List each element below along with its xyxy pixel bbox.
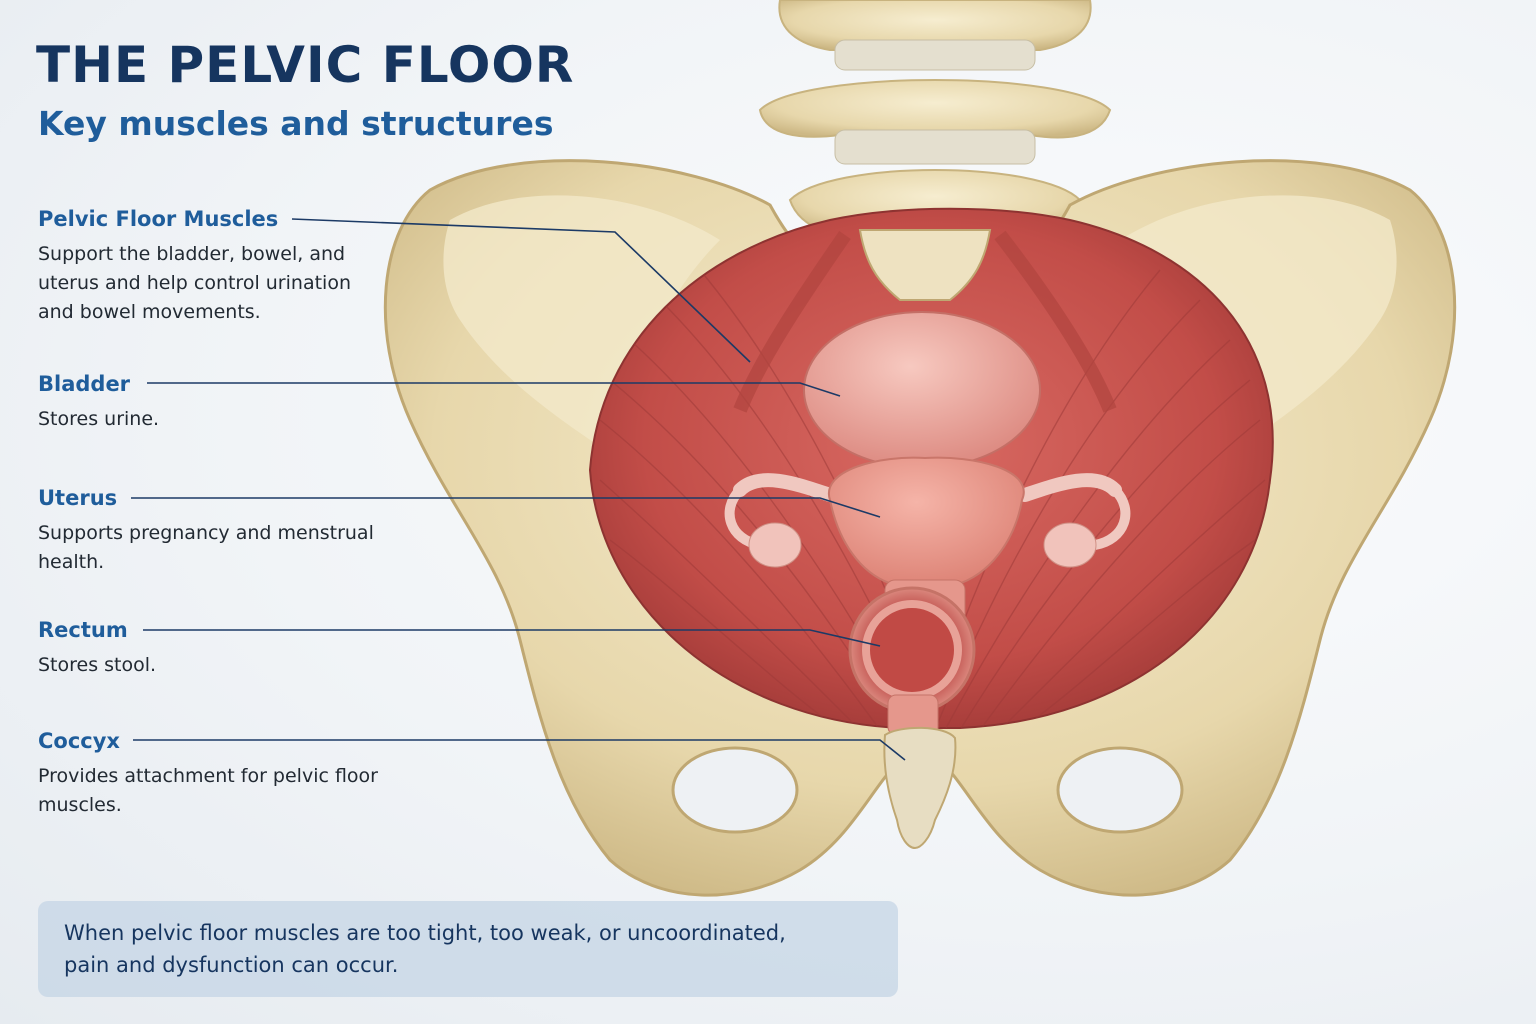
label-rectum: Rectum Stores stool. — [38, 617, 378, 680]
label-title: Rectum — [38, 618, 128, 642]
leader-line-muscles — [291, 218, 751, 363]
label-description: Support the bladder, bowel, and uterus a… — [38, 243, 351, 323]
label-description: Stores stool. — [38, 654, 157, 676]
label-title: Uterus — [38, 486, 118, 510]
label-pelvic-floor-muscles: Pelvic Floor Muscles Support the bladder… — [38, 206, 378, 327]
uterus — [724, 456, 1131, 586]
leader-line-bladder — [147, 382, 841, 397]
label-title: Bladder — [38, 372, 131, 396]
label-title: Pelvic Floor Muscles — [38, 207, 279, 231]
label-title: Coccyx — [38, 729, 120, 753]
coccyx — [883, 726, 957, 850]
callout-box: When pelvic floor muscles are too tight,… — [38, 901, 898, 997]
bladder — [803, 311, 1041, 469]
label-coccyx: Coccyx Provides attachment for pelvic fl… — [38, 728, 378, 820]
page-title: THE PELVIC FLOOR — [36, 36, 575, 94]
label-description: Stores urine. — [38, 408, 160, 430]
callout-text: When pelvic floor muscles are too tight,… — [64, 921, 786, 977]
page-subtitle: Key muscles and structures — [38, 104, 554, 143]
leader-line-uterus — [131, 497, 881, 518]
label-bladder: Bladder Stores urine. — [38, 371, 378, 434]
leader-lines — [131, 218, 906, 761]
rectum — [848, 579, 976, 736]
label-description: Provides attachment for pelvic floor mus… — [38, 765, 378, 816]
label-uterus: Uterus Supports pregnancy and menstrual … — [38, 485, 378, 577]
leader-line-coccyx — [133, 739, 906, 761]
sacrum — [858, 229, 992, 301]
label-description: Supports pregnancy and menstrual health. — [38, 522, 374, 573]
leader-line-rectum — [143, 629, 881, 647]
lumbar-spine — [758, 0, 1112, 238]
